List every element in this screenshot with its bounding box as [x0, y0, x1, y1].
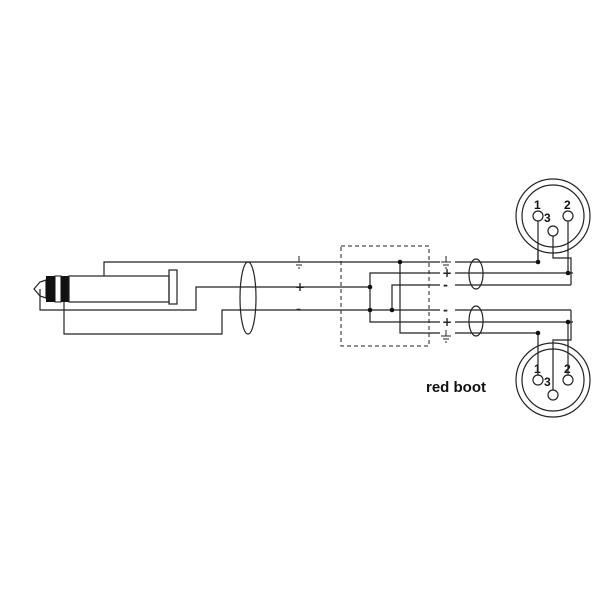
- xlr-bottom-pin3-label: 3: [544, 375, 551, 389]
- plus-symbol-right-top: +: [442, 266, 452, 280]
- xlr-top-pin3: [547, 225, 559, 237]
- plus-symbol-right-bottom: +: [442, 315, 452, 329]
- splitter-wiring: [330, 259, 440, 334]
- ground-symbol-right-top: [441, 256, 451, 269]
- plus-symbol-left: +: [295, 280, 305, 294]
- xlr-top-pin2-label: 2: [564, 198, 571, 212]
- cable-shield-right-bottom: [468, 305, 484, 337]
- red-boot-label: red boot: [426, 379, 486, 396]
- minus-symbol-left: -: [296, 302, 301, 316]
- xlr-top-pin2: [562, 210, 574, 222]
- xlr-top-pin1-label: 1: [534, 198, 541, 212]
- jack-collar: [168, 269, 178, 305]
- xlr-connector-bottom: 1 2 3: [515, 310, 591, 418]
- jack-insulator: [54, 275, 62, 303]
- right-symbols-bottom: - +: [441, 303, 452, 343]
- minus-symbol-right-bottom: -: [443, 303, 448, 317]
- splitter-box: [340, 245, 430, 347]
- output-lines: [455, 261, 573, 334]
- xlr-connector-top: 1 2 3: [515, 178, 591, 285]
- jack-wires: [39, 261, 330, 335]
- xlr-top-pin1: [532, 210, 544, 222]
- wire-minus: [63, 302, 330, 335]
- xlr-bottom-pin3: [547, 389, 559, 401]
- trs-jack-plug: [33, 269, 178, 305]
- xlr-bottom-pin2: [562, 374, 574, 386]
- xlr-bottom-pin1: [532, 374, 544, 386]
- ground-symbol-right-bottom: [441, 330, 451, 343]
- wire-plus: [39, 286, 330, 311]
- jack-band-1: [46, 276, 55, 302]
- jack-band-2: [61, 276, 69, 302]
- ground-symbol-left: [294, 256, 304, 269]
- xlr-top-pin3-label: 3: [544, 211, 551, 225]
- cable-shield-left: [239, 261, 257, 335]
- jack-sleeve: [68, 275, 170, 303]
- right-symbols-top: + -: [441, 256, 452, 292]
- left-symbols: + -: [294, 256, 305, 316]
- cable-shield-right-top: [468, 258, 484, 290]
- minus-symbol-right-top: -: [443, 278, 448, 292]
- wire-ground: [103, 261, 330, 276]
